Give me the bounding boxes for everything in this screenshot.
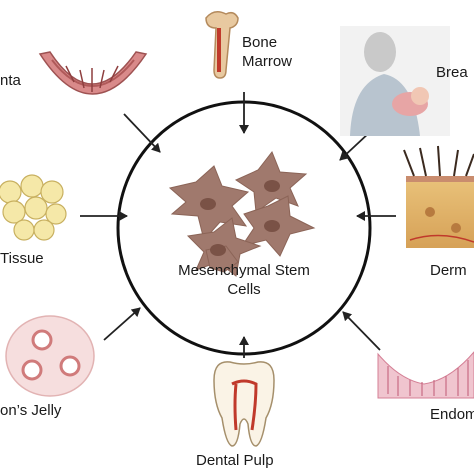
- dental-pulp-label: Dental Pulp: [196, 452, 274, 469]
- whartons-jelly-label: on’s Jelly: [0, 402, 62, 419]
- whartons-jelly-icon: [5, 315, 95, 397]
- breast-milk-label: Brea: [436, 64, 468, 81]
- msc-circle: [116, 100, 372, 356]
- arrow-breast-milk: [339, 131, 371, 161]
- center-label: Mesenchymal Stem Cells: [154, 262, 334, 300]
- arrow-placenta: [123, 113, 161, 153]
- adipose-tissue-icon: [0, 174, 67, 241]
- center-label-line1: Mesenchymal Stem: [178, 262, 310, 279]
- arrow-whartons-jelly: [103, 307, 141, 341]
- placenta-label: nta: [0, 72, 21, 89]
- bone-icon: [205, 11, 239, 79]
- placenta-icon: [38, 51, 148, 95]
- cell-nuclei: [200, 180, 280, 256]
- adipose-tissue-label: Tissue: [0, 250, 44, 267]
- bone-marrow-label-line2: Marrow: [242, 52, 293, 70]
- dermis-icon: [403, 145, 474, 248]
- breast-milk-icon: [340, 26, 450, 136]
- endometrium-icon: [377, 351, 474, 399]
- dermis-label: Derm: [430, 262, 467, 279]
- tooth-icon: [213, 361, 275, 447]
- endometrium-label: Endom: [430, 406, 474, 423]
- arrows: [80, 92, 396, 358]
- bone-marrow-label-line1: Bone: [242, 34, 278, 51]
- arrow-endometrium: [342, 311, 381, 351]
- center-label-line2: Cells: [227, 280, 261, 298]
- bone-marrow-label: Bone Marrow: [242, 34, 292, 72]
